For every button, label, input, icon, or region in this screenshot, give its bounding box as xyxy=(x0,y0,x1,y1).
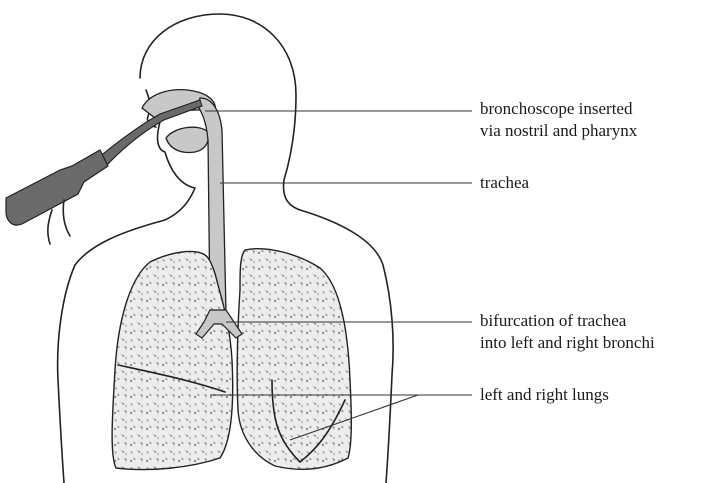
oral-cavity xyxy=(166,127,208,152)
label-trachea-line1: trachea xyxy=(480,172,529,194)
label-lungs-line1: left and right lungs xyxy=(480,384,609,406)
label-bifurcation-line1: bifurcation of trachea xyxy=(480,310,655,332)
right-lung xyxy=(112,251,233,469)
label-bronchoscope-line2: via nostril and pharynx xyxy=(480,120,637,142)
label-bronchoscope-line1: bronchoscope inserted xyxy=(480,98,637,120)
label-trachea: trachea xyxy=(480,172,529,194)
label-bronchoscope: bronchoscope inserted via nostril and ph… xyxy=(480,98,637,142)
left-lung xyxy=(237,249,351,470)
label-lungs: left and right lungs xyxy=(480,384,609,406)
label-bifurcation-line2: into left and right bronchi xyxy=(480,332,655,354)
label-bifurcation: bifurcation of trachea into left and rig… xyxy=(480,310,655,354)
bronchoscope-handle xyxy=(6,150,108,225)
